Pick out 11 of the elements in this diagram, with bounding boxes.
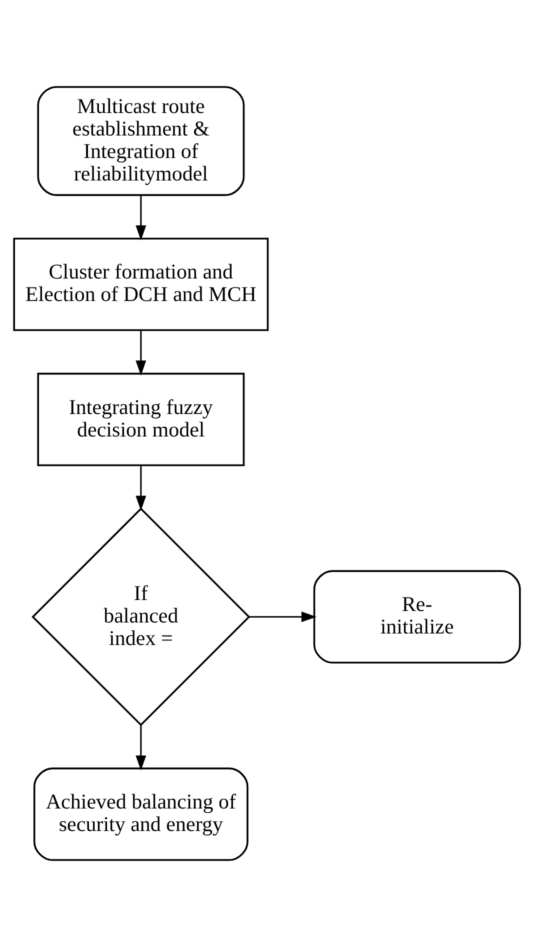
- arrow: [136, 194, 146, 240]
- arrow: [136, 465, 146, 510]
- node-box: Multicast route establishment & Integration of reliabilitymodel: [37, 86, 245, 196]
- node-box: Re- initialize: [313, 570, 521, 664]
- arrow: [249, 611, 316, 622]
- node-diamond: If balanced index =: [32, 507, 250, 726]
- arrow: [136, 724, 146, 770]
- node-box: Achieved balancing of security and energy: [33, 767, 248, 860]
- node-box: Integrating fuzzy decision model: [37, 372, 245, 466]
- node-box: Cluster formation and Election of DCH and MCH: [13, 237, 269, 331]
- arrow: [136, 330, 146, 376]
